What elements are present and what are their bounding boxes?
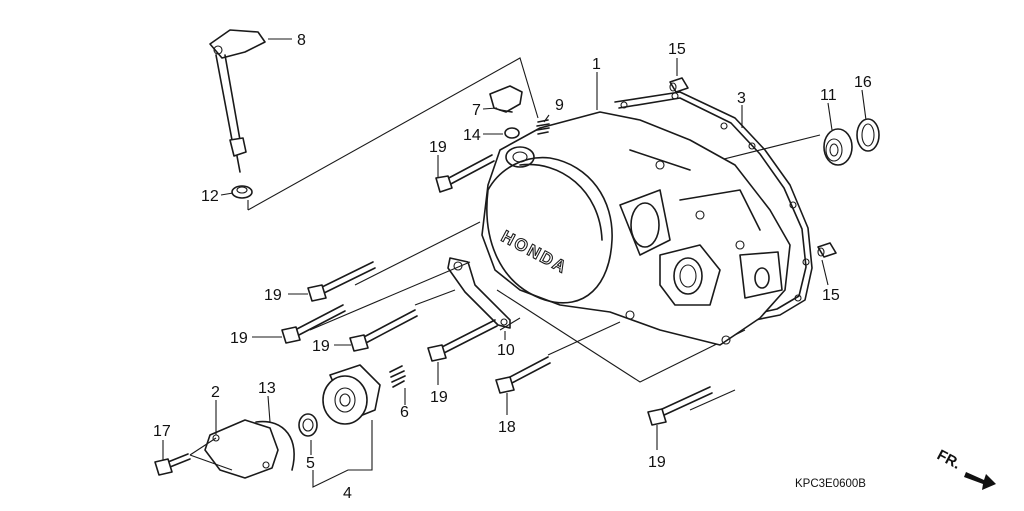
callout-9: 9	[555, 97, 564, 114]
callout-16: 16	[854, 74, 872, 91]
front-direction-indicator: FR.	[934, 447, 996, 490]
bolt-part-17	[154, 453, 191, 476]
front-arrow-icon	[964, 472, 996, 490]
callout-15-top: 15	[668, 41, 686, 58]
callout-19-a: 19	[429, 139, 447, 156]
oring-part-13	[255, 420, 295, 471]
front-label: FR.	[934, 447, 963, 473]
oring-part-14	[504, 127, 520, 139]
bolt-part-19-f	[647, 386, 713, 426]
callout-19-d: 19	[312, 338, 330, 355]
callout-18: 18	[498, 419, 516, 436]
callout-10: 10	[497, 342, 515, 359]
bolt-part-18	[495, 356, 551, 394]
leader-lines	[162, 38, 867, 488]
spring-part-9	[536, 119, 550, 135]
shaft-part-8	[209, 29, 266, 173]
callout-3: 3	[737, 90, 746, 107]
dowel-pin-part-15-top	[669, 77, 689, 93]
callout-13: 13	[258, 380, 276, 397]
diagram-code: KPC3E0600B	[795, 478, 866, 490]
callout-19-b: 19	[264, 287, 282, 304]
oil-seal-part-16	[856, 118, 880, 152]
washer-part-12	[231, 185, 253, 199]
filter-cover-part-2	[189, 419, 279, 479]
callout-labels: 1 2 3 4 5 6 7 8 9 10 11 12 13 14 15 15 1…	[153, 32, 872, 502]
gasket-part-3	[614, 91, 813, 323]
callout-19-c: 19	[230, 330, 248, 347]
bolt-part-19-d	[349, 309, 418, 352]
callout-11: 11	[820, 87, 837, 104]
callout-1: 1	[592, 56, 601, 73]
bearing-part-11	[823, 128, 853, 166]
callout-19-f: 19	[648, 454, 666, 471]
bracket-part-10	[447, 257, 511, 329]
spring-part-6	[389, 365, 406, 388]
callout-5: 5	[306, 455, 315, 472]
callout-7: 7	[472, 102, 481, 119]
callout-8: 8	[297, 32, 306, 49]
callout-2: 2	[211, 384, 220, 401]
bolt-part-19-c	[281, 304, 346, 344]
callout-19-e: 19	[430, 389, 448, 406]
oil-filter-part-4	[322, 364, 381, 425]
callout-14: 14	[463, 127, 481, 144]
callout-15-right: 15	[822, 287, 840, 304]
callout-6: 6	[400, 404, 409, 421]
callout-12: 12	[201, 188, 219, 205]
callout-4: 4	[343, 485, 352, 502]
bolt-part-19-b	[307, 261, 376, 302]
callout-17: 17	[153, 423, 171, 440]
dowel-pin-part-15-right	[817, 242, 837, 258]
bolt-part-19-a	[435, 154, 495, 193]
spring-part-5	[298, 413, 318, 437]
crankcase-cover-part-1: HONDA	[481, 111, 791, 346]
bolt-part-19-e	[427, 319, 498, 362]
